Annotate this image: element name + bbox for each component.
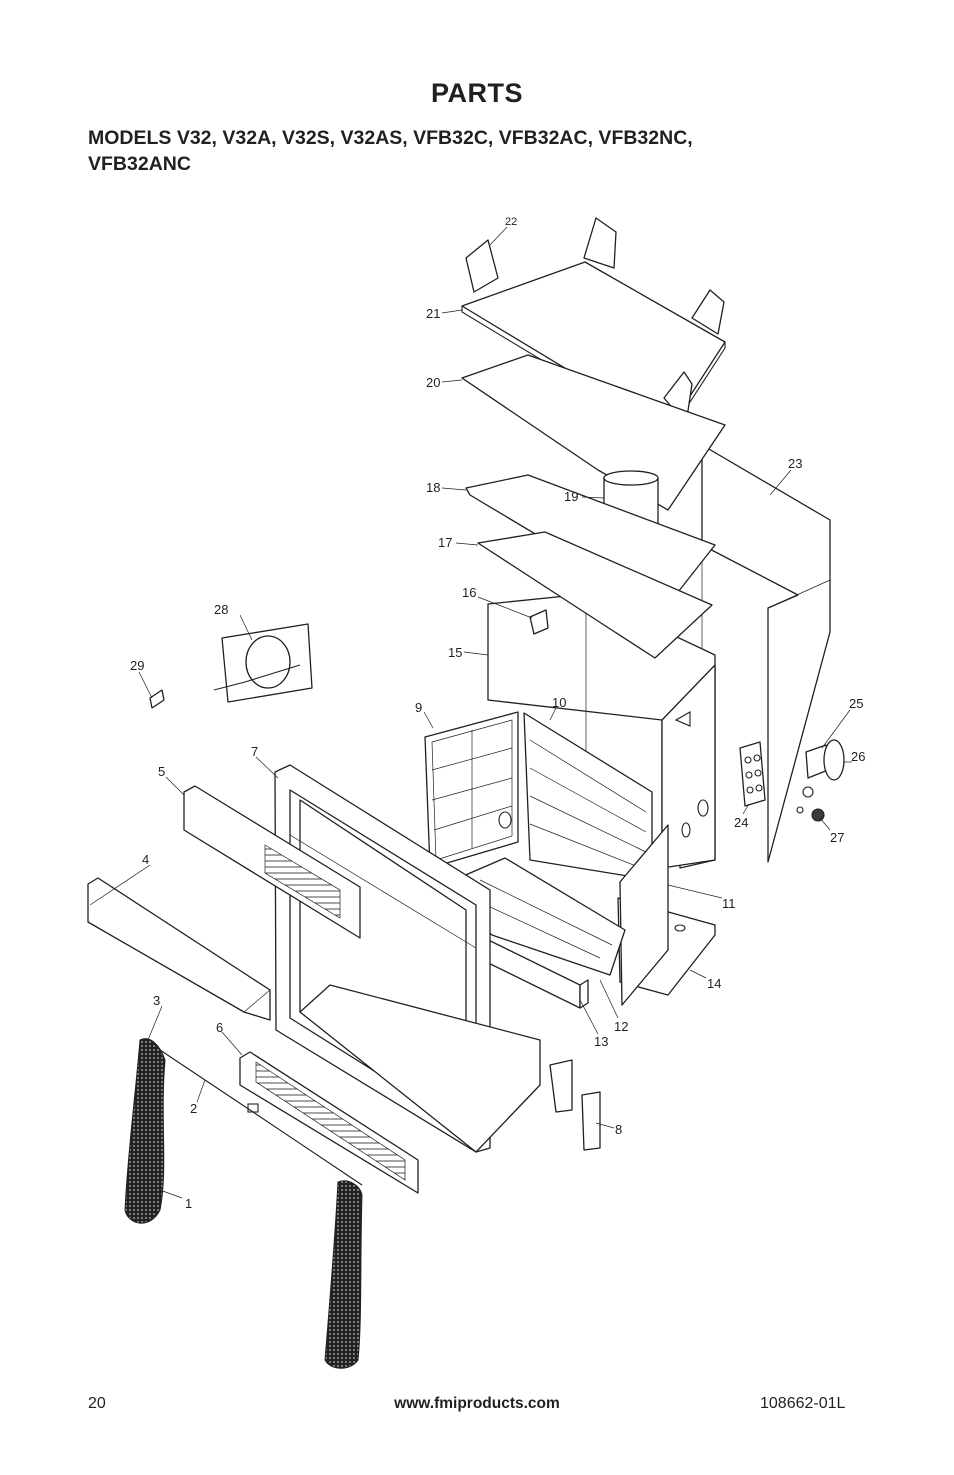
callout-2: 2	[190, 1101, 197, 1116]
callout-13: 13	[594, 1034, 608, 1049]
part-23-outer-casing	[701, 444, 831, 863]
callout-20: 20	[426, 375, 440, 390]
models-heading: MODELS V32, V32A, V32S, V32AS, VFB32C, V…	[88, 125, 848, 177]
callout-19: 19	[564, 489, 578, 504]
callout-1: 1	[185, 1196, 192, 1211]
callout-16: 16	[462, 585, 476, 600]
callout-17: 17	[438, 535, 452, 550]
part-28-damper-plate	[213, 623, 313, 703]
leader-lines	[89, 226, 852, 1199]
part-5-top-louver	[183, 785, 361, 939]
part-29-clip	[149, 689, 165, 709]
models-line-1: MODELS V32, V32A, V32S, V32AS, VFB32C, V…	[88, 127, 693, 149]
part-24-valve-block	[739, 741, 766, 807]
part-8-brackets	[549, 1059, 601, 1151]
part-10-back-brick-panel	[523, 712, 653, 881]
part-13-front-bar	[467, 929, 589, 1009]
callout-12: 12	[614, 1019, 628, 1034]
callout-5: 5	[158, 764, 165, 779]
callout-9: 9	[415, 700, 422, 715]
callout-7: 7	[251, 744, 258, 759]
page-title: PARTS	[430, 78, 523, 108]
part-15-firebox-body	[487, 593, 716, 869]
part-4-hood	[87, 877, 271, 1021]
callout-4: 4	[142, 852, 149, 867]
callout-28: 28	[214, 602, 228, 617]
callout-15: 15	[448, 645, 462, 660]
callout-29: 29	[130, 658, 144, 673]
callout-10: 10	[552, 695, 566, 710]
callout-18: 18	[426, 480, 440, 495]
callout-25: 25	[849, 696, 863, 711]
part-17-shelf-lower	[477, 531, 713, 659]
callout-3: 3	[153, 993, 160, 1008]
callout-14: 14	[707, 976, 721, 991]
callout-22: 22	[505, 216, 517, 228]
part-27-knob	[811, 808, 825, 822]
callout-8: 8	[615, 1122, 622, 1137]
part-16-bracket	[529, 609, 549, 635]
callout-27: 27	[830, 830, 844, 845]
page-number: 20	[88, 1395, 106, 1412]
callout-numbers: 22 21 20 18 19 17 16 15 9 10 23 28 29 7 …	[130, 216, 865, 1211]
part-11-right-side-panel	[619, 824, 669, 1006]
callout-23: 23	[788, 456, 802, 471]
callout-11: 11	[722, 896, 736, 911]
part-1-mesh-screens	[124, 1038, 363, 1369]
callout-6: 6	[216, 1020, 223, 1035]
part-26-gasket	[823, 739, 845, 781]
website-link[interactable]: www.fmiproducts.com	[394, 1395, 560, 1412]
part-6-bottom-louver	[239, 1051, 419, 1194]
part-2-screen-rod	[159, 1049, 363, 1186]
callout-24: 24	[734, 815, 748, 830]
part-22-standoffs	[465, 217, 725, 425]
callout-26: 26	[851, 749, 865, 764]
models-line-2: VFB32ANC	[88, 153, 191, 175]
part-20-flue-baffle	[461, 354, 726, 511]
callout-21: 21	[426, 306, 440, 321]
part-9-left-brick-panel	[424, 711, 519, 869]
document-number: 108662-01L	[760, 1395, 846, 1412]
